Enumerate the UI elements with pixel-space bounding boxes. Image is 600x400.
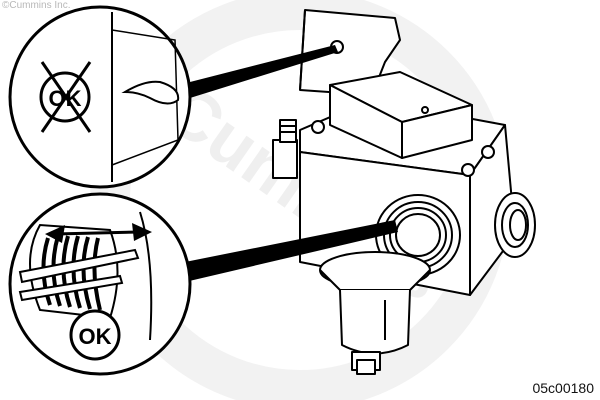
ok-circle-icon: OK <box>69 309 121 361</box>
leader-top <box>190 45 338 98</box>
callout-top-circle: OK <box>8 5 192 189</box>
measurement-arrow-icon <box>45 223 152 243</box>
copyright-notice: ©Cummins Inc. <box>2 0 71 11</box>
callout-bottom-circle: OK <box>8 192 192 376</box>
bolt <box>311 120 325 134</box>
figure-id: 05c00180 <box>532 380 594 396</box>
side-fitting <box>272 119 298 179</box>
ok-label-bottom: OK <box>79 324 112 349</box>
solenoid-cap-side <box>401 104 473 159</box>
filter-bowl <box>319 251 431 375</box>
bolt <box>461 163 475 177</box>
bolt <box>481 145 495 159</box>
leader-bottom <box>185 220 398 282</box>
crossed-out-ok-icon: OK <box>39 61 92 133</box>
